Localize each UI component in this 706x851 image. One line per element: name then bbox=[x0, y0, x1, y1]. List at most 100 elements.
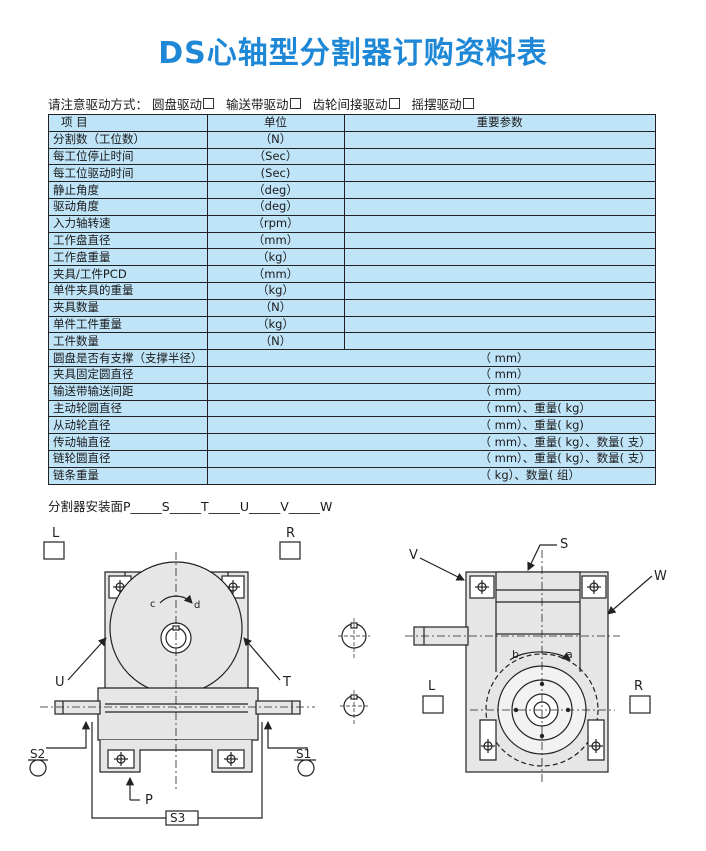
label-d: d bbox=[194, 600, 200, 611]
row-param-input[interactable] bbox=[343, 298, 656, 317]
checkbox-belt-drive[interactable] bbox=[289, 98, 301, 109]
face-box-L[interactable] bbox=[43, 541, 65, 560]
table-header-row: 项 目 单位 重要参数 bbox=[48, 114, 656, 132]
label-b: b bbox=[512, 648, 519, 661]
table-row: 从动轮直径 （ mm）、重量( kg) bbox=[48, 416, 656, 435]
table-row: 链轮圆直径（ mm）、重量( kg）、数量( 支） bbox=[48, 449, 656, 468]
row-item: 传动轴直径 bbox=[48, 433, 208, 451]
row-value-text: （ mm）、重量( kg） bbox=[479, 400, 591, 415]
table-row: 单件夹具的重量（kg） bbox=[48, 281, 656, 300]
face-box-L2[interactable] bbox=[422, 695, 444, 714]
row-unit: （N） bbox=[206, 298, 345, 317]
row-item: 分割数（工位数） bbox=[48, 130, 208, 149]
table-row: 圆盘是否有支撑（支撑半径）（ mm） bbox=[48, 349, 656, 367]
label-S2: S2 bbox=[30, 747, 45, 761]
label-S3: S3 bbox=[170, 811, 185, 825]
row-item: 工作盘直径 bbox=[48, 231, 208, 250]
row-item: 链条重量 bbox=[48, 466, 208, 485]
row-unit: （N） bbox=[206, 130, 345, 149]
row-value[interactable]: （ mm）、重量( kg）、数量( 支） bbox=[206, 449, 656, 468]
row-unit: （deg） bbox=[206, 181, 345, 199]
row-value-text: （ mm） bbox=[479, 384, 529, 399]
row-value[interactable]: （ kg）、数量( 组） bbox=[206, 466, 656, 485]
row-param-input[interactable] bbox=[343, 231, 656, 250]
row-param-input[interactable] bbox=[343, 315, 656, 334]
table-row: 传动轴直径 （ mm）、重量( kg）、数量( 支） bbox=[48, 433, 656, 451]
spec-table: 项 目 单位 重要参数 分割数（工位数）（N）每工位停止时间（Sec）每工位驱动… bbox=[48, 114, 656, 485]
row-unit: （mm） bbox=[206, 231, 345, 250]
header-param: 重要参数 bbox=[343, 114, 656, 132]
row-item: 从动轮直径 bbox=[48, 416, 208, 435]
row-param-input[interactable] bbox=[343, 181, 656, 199]
row-unit: （N） bbox=[206, 332, 345, 351]
row-item: 圆盘是否有支撑（支撑半径） bbox=[48, 349, 208, 367]
table-row: 每工位驱动时间(Sec) bbox=[48, 164, 656, 183]
row-param-input[interactable] bbox=[343, 197, 656, 216]
row-unit: （deg） bbox=[206, 197, 345, 216]
page-title: DS心轴型分割器订购资料表 bbox=[158, 36, 548, 71]
row-unit: （kg） bbox=[206, 281, 345, 300]
label-L: L bbox=[52, 526, 60, 541]
header-unit: 单位 bbox=[206, 114, 345, 132]
label-T: T bbox=[282, 675, 291, 690]
row-value[interactable]: （ mm） bbox=[206, 382, 656, 401]
drive-option-gear: 齿轮间接驱动 bbox=[312, 97, 388, 112]
row-param-input[interactable] bbox=[343, 332, 656, 351]
row-value[interactable]: （ mm）、重量( kg） bbox=[206, 399, 656, 418]
row-item: 夹具固定圆直径 bbox=[48, 365, 208, 384]
label-S1: S1 bbox=[296, 747, 311, 761]
table-row: 工件数量（N） bbox=[48, 332, 656, 351]
row-unit: （rpm） bbox=[206, 214, 345, 233]
header-item: 项 目 bbox=[48, 114, 208, 132]
label-P: P bbox=[145, 793, 153, 808]
row-param-input[interactable] bbox=[343, 281, 656, 300]
table-row: 工作盘重量（kg） bbox=[48, 248, 656, 267]
label-a: a bbox=[566, 648, 573, 661]
label-L2: L bbox=[428, 679, 436, 694]
row-unit: （kg） bbox=[206, 248, 345, 267]
row-param-input[interactable] bbox=[343, 248, 656, 267]
row-param-input[interactable] bbox=[343, 164, 656, 183]
checkbox-swing-drive[interactable] bbox=[462, 98, 474, 109]
table-row: 夹具/工件PCD（mm） bbox=[48, 265, 656, 283]
row-value-text: （ mm）、重量( kg）、数量( 支） bbox=[479, 451, 651, 466]
drive-method-label: 请注意驱动方式： bbox=[48, 97, 149, 112]
row-value[interactable]: （ mm）、重量( kg）、数量( 支） bbox=[206, 433, 656, 451]
row-item: 夹具/工件PCD bbox=[48, 265, 208, 283]
checkbox-disc-drive[interactable] bbox=[203, 98, 215, 109]
row-item: 主动轮圆直径 bbox=[48, 399, 208, 418]
table-row: 每工位停止时间（Sec） bbox=[48, 147, 656, 166]
row-item: 单件夹具的重量 bbox=[48, 281, 208, 300]
face-box-R[interactable] bbox=[279, 541, 301, 560]
row-param-input[interactable] bbox=[343, 214, 656, 233]
row-value-text: （ mm）、重量( kg）、数量( 支） bbox=[479, 434, 651, 449]
label-V: V bbox=[409, 548, 418, 563]
row-unit: (Sec) bbox=[206, 164, 345, 183]
row-param-input[interactable] bbox=[343, 130, 656, 149]
table-row: 夹具数量（N） bbox=[48, 298, 656, 317]
row-unit: （mm） bbox=[206, 265, 345, 283]
label-W: W bbox=[654, 569, 667, 584]
row-value-text: （ mm） bbox=[479, 367, 529, 382]
row-item: 每工位驱动时间 bbox=[48, 164, 208, 183]
table-row: 入力轴转速（rpm） bbox=[48, 214, 656, 233]
row-param-input[interactable] bbox=[343, 147, 656, 166]
row-value[interactable]: （ mm） bbox=[206, 349, 656, 367]
label-R2: R bbox=[634, 679, 643, 694]
row-item: 静止角度 bbox=[48, 181, 208, 199]
row-value[interactable]: （ mm）、重量( kg) bbox=[206, 416, 656, 435]
table-row: 分割数（工位数）（N） bbox=[48, 130, 656, 149]
table-row: 输送带输送间距（ mm） bbox=[48, 382, 656, 401]
table-row: 单件工件重量（kg） bbox=[48, 315, 656, 334]
shaft-sections bbox=[338, 618, 370, 724]
row-item: 单件工件重量 bbox=[48, 315, 208, 334]
checkbox-gear-drive[interactable] bbox=[388, 98, 400, 109]
mount-face-line: 分割器安装面P_____S_____T_____U_____V_____W bbox=[48, 499, 333, 514]
drive-option-disc: 圆盘驱动 bbox=[152, 97, 203, 112]
face-box-R2[interactable] bbox=[629, 695, 651, 714]
row-param-input[interactable] bbox=[343, 265, 656, 283]
row-value-text: （ mm）、重量( kg) bbox=[479, 417, 584, 432]
table-body-wide-rows: 圆盘是否有支撑（支撑半径）（ mm）夹具固定圆直径（ mm）输送带输送间距（ m… bbox=[48, 349, 656, 485]
row-value[interactable]: （ mm） bbox=[206, 365, 656, 384]
row-item: 工作盘重量 bbox=[48, 248, 208, 267]
